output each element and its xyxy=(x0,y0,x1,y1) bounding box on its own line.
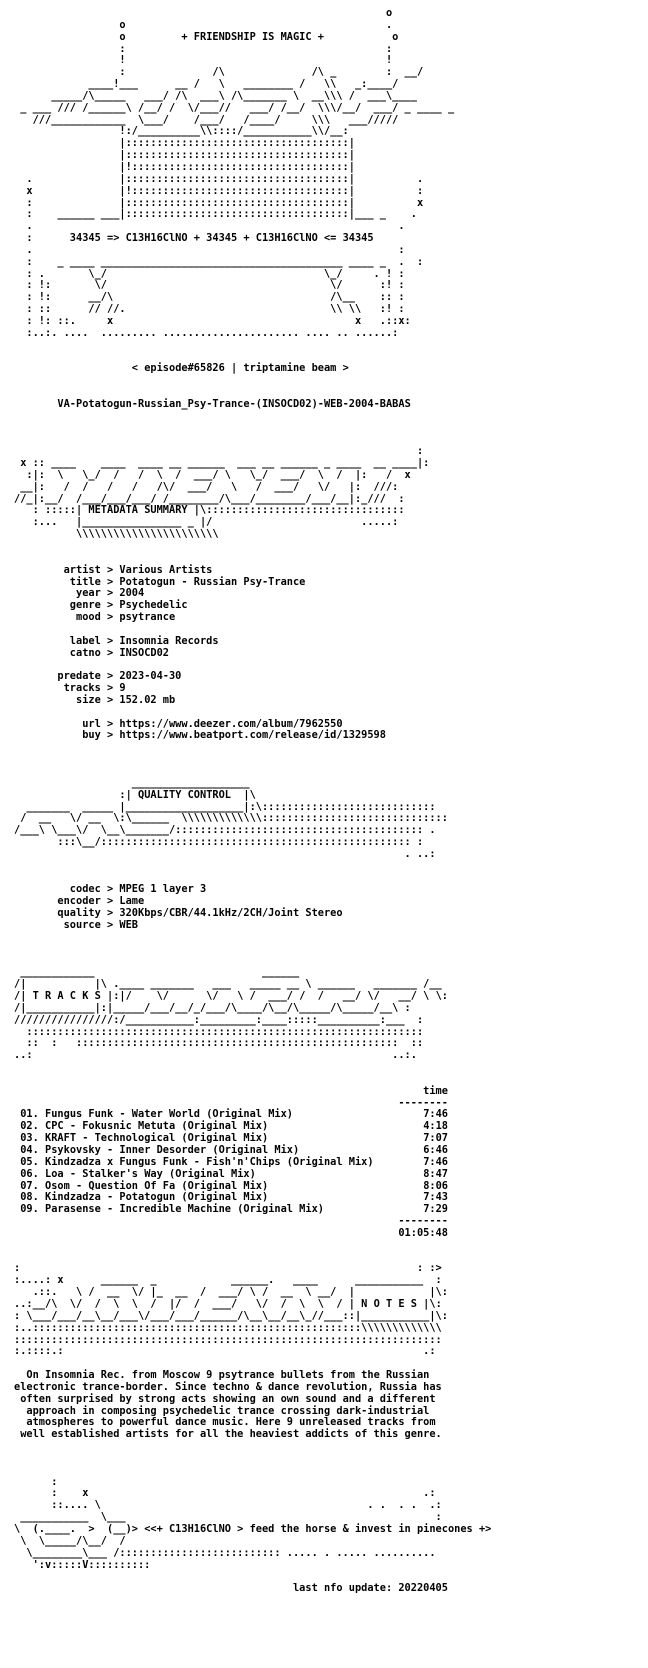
track-number: 04. xyxy=(20,1144,39,1156)
quality-title: QUALITY CONTROL xyxy=(138,788,231,801)
notes-line: approach in composing psychedelic trance… xyxy=(26,1404,430,1417)
track-title: Loa - Stalker's Way (Original Mix) xyxy=(45,1167,256,1180)
nfo-text: o o . o + FRIENDSHIP IS MAGIC + o : : xyxy=(14,7,492,1595)
track-time: 8:06 xyxy=(423,1179,448,1192)
track-time: 8:47 xyxy=(423,1167,448,1180)
track-title: Fungus Funk - Water World (Original Mix) xyxy=(45,1108,293,1121)
track-time: 7:46 xyxy=(423,1155,448,1168)
metadata-genre: Psychedelic xyxy=(119,599,188,612)
track-title: Kindzadza - Potatogun (Original Mix) xyxy=(45,1191,269,1204)
track-title: Parasense - Incredible Machine (Original… xyxy=(45,1203,324,1216)
total-time: 01:05:48 xyxy=(398,1226,448,1239)
track-time: 4:18 xyxy=(423,1120,448,1133)
notes-line: On Insomnia Rec. from Moscow 9 psytrance… xyxy=(26,1369,430,1382)
track-title: Osom - Question Of Fa (Original Mix) xyxy=(45,1179,269,1192)
track-number: 06. xyxy=(20,1167,39,1180)
quality-encoder: Lame xyxy=(119,895,145,908)
notes-line: electronic trance-border. Since techno &… xyxy=(14,1380,442,1393)
notes-line: often surprised by strong acts showing a… xyxy=(20,1392,436,1405)
last-update: last nfo update: 20220405 xyxy=(292,1582,448,1595)
metadata-artist: Various Artists xyxy=(119,563,213,576)
notes-line: well established artists for all the hea… xyxy=(20,1428,442,1441)
quality-codec: MPEG 1 layer 3 xyxy=(119,883,207,896)
tagline: + FRIENDSHIP IS MAGIC + xyxy=(181,30,324,43)
track-title: Kindzadza x Fungus Funk - Fish'n'Chips (… xyxy=(45,1155,374,1168)
track-title: KRAFT - Technological (Original Mix) xyxy=(45,1132,269,1145)
footer-slogan: <<+ C13H16ClNO > feed the horse & invest… xyxy=(144,1523,492,1535)
notes-title: N O T E S xyxy=(361,1297,417,1310)
notes-line: atmospheres to powerful dance music. Her… xyxy=(26,1416,436,1429)
metadata-predate: 2023-04-30 xyxy=(119,670,182,683)
track-number: 03. xyxy=(20,1132,39,1145)
track-number: 07. xyxy=(20,1179,39,1192)
quality-source: WEB xyxy=(119,918,138,931)
time-header: time xyxy=(423,1084,448,1097)
tracks-title: T R A C K S xyxy=(32,990,101,1003)
track-number: 01. xyxy=(20,1108,39,1121)
metadata-title: Potatogun - Russian Psy-Trance xyxy=(119,575,306,588)
track-time: 6:46 xyxy=(423,1144,448,1156)
track-title: Psykovsky - Inner Desorder (Original Mix… xyxy=(45,1144,300,1156)
track-time: 7:29 xyxy=(423,1203,448,1216)
metadata-tracks: 9 xyxy=(119,682,126,695)
track-number: 02. xyxy=(20,1120,39,1133)
track-time: 7:43 xyxy=(423,1191,448,1204)
metadata-size: 152.02 mb xyxy=(119,693,176,706)
track-number: 09. xyxy=(20,1203,39,1216)
episode-line: < episode#65826 | triptamine beam > xyxy=(131,362,349,375)
metadata-label: Insomnia Records xyxy=(119,634,219,647)
metadata-mood: psytrance xyxy=(119,611,176,624)
track-time: 7:46 xyxy=(423,1108,448,1121)
metadata-year: 2004 xyxy=(119,587,145,600)
metadata-url: https://www.deezer.com/album/7962550 xyxy=(119,717,343,730)
track-number: 05. xyxy=(20,1155,39,1168)
formula-text: 34345 => C13H16ClNO + 34345 + C13H16ClNO… xyxy=(69,232,374,245)
track-title: CPC - Fokusnic Metuta (Original Mix) xyxy=(45,1120,269,1133)
quality-quality: 320Kbps/CBR/44.1kHz/2CH/Joint Stereo xyxy=(119,907,343,920)
track-time: 7:07 xyxy=(423,1132,448,1145)
track-number: 08. xyxy=(20,1191,39,1204)
metadata-buy: https://www.beatport.com/release/id/1329… xyxy=(119,729,386,742)
release-name: VA-Potatogun-Russian_Psy-Trance-(INSOCD0… xyxy=(57,397,411,410)
metadata-title: METADATA SUMMARY xyxy=(88,504,188,517)
metadata-catno: INSOCD02 xyxy=(119,646,169,659)
